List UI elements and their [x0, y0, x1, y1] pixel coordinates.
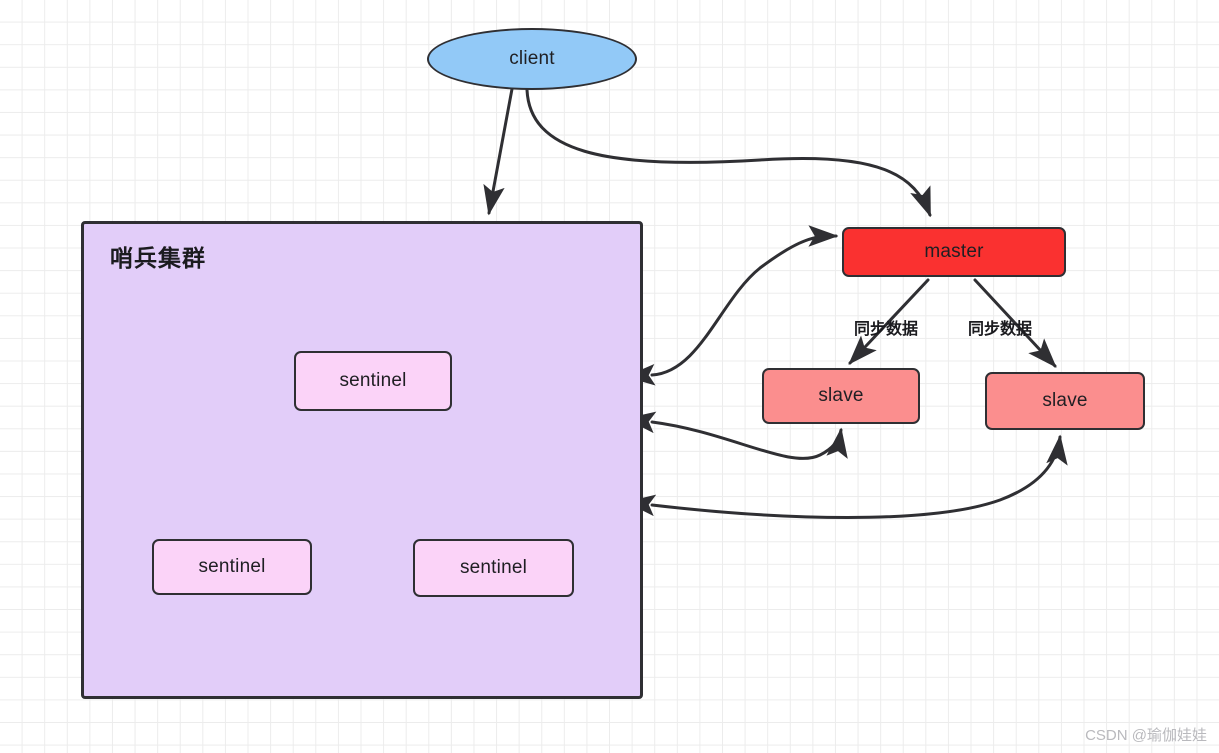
node-sentinel-left-label: sentinel	[198, 556, 266, 577]
node-master-label: master	[924, 241, 984, 262]
edge-master-to-slave-left	[848, 278, 930, 365]
node-slave-right-label: slave	[1042, 390, 1088, 411]
node-master[interactable]: master	[842, 227, 1066, 277]
node-sentinel-top-label: sentinel	[339, 370, 407, 391]
node-client-label: client	[509, 48, 555, 69]
edge-label-sync-left: 同步数据	[854, 321, 919, 338]
sentinel-cluster-label: 哨兵集群	[110, 245, 206, 271]
node-sentinel-right-label: sentinel	[459, 557, 528, 578]
node-client[interactable]: client	[427, 28, 637, 90]
edge-client-to-master	[525, 88, 932, 218]
node-slave-right[interactable]: slave	[985, 372, 1145, 430]
node-slave-left[interactable]: slave	[762, 368, 920, 424]
node-sentinel-right[interactable]: sentinel	[413, 539, 574, 597]
node-sentinel-top[interactable]: sentinel	[294, 351, 452, 411]
sentinel-cluster-group[interactable]	[81, 221, 643, 699]
edge-label-sync-right: 同步数据	[968, 321, 1033, 338]
edge-master-to-slave-right	[973, 278, 1057, 368]
watermark: CSDN @瑜伽娃娃	[1085, 727, 1207, 744]
node-sentinel-left[interactable]: sentinel	[152, 539, 312, 595]
node-slave-left-label: slave	[818, 385, 864, 406]
edge-client-to-cluster	[483, 87, 514, 216]
edge-cluster-to-slave-left	[625, 411, 848, 460]
edge-cluster-to-slave-right	[625, 434, 1068, 519]
edge-cluster-to-master	[625, 225, 839, 386]
